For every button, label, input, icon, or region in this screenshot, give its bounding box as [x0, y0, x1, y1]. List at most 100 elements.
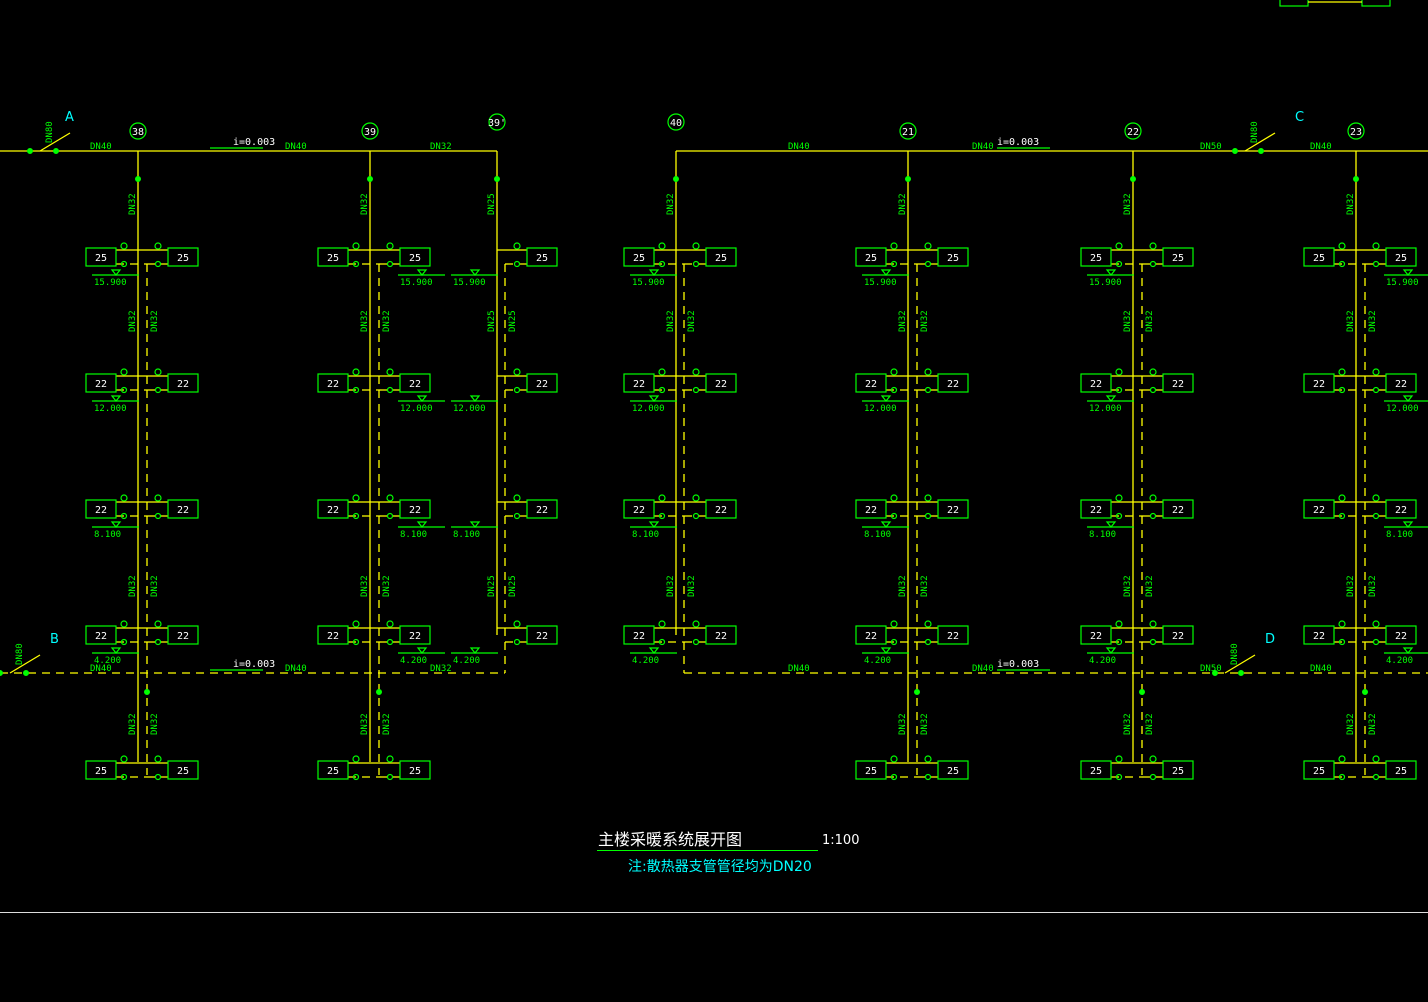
thermostatic-valve-icon — [890, 620, 898, 628]
riser-size-label: DN32 — [1123, 310, 1133, 332]
elevation-mark-icon — [110, 395, 122, 402]
radiator-section-count: 25 — [715, 253, 727, 264]
floor-elevation-label: 8.100 — [94, 530, 121, 540]
floor-elevation-label: 15.900 — [1386, 278, 1419, 288]
drawing-note: 注:散热器支管管径均为DN20 — [628, 859, 812, 875]
return-valve-icon — [352, 773, 360, 781]
thermostatic-valve-icon — [1338, 494, 1346, 502]
thermostatic-valve-icon — [1372, 620, 1380, 628]
radiator — [1080, 373, 1112, 393]
riser-size-label: DN32 — [1123, 575, 1133, 597]
riser-valve-icon — [1353, 176, 1359, 182]
thermostatic-valve-icon — [1149, 368, 1157, 376]
return-valve-icon — [890, 512, 898, 520]
elevation-mark-icon — [1105, 521, 1117, 528]
return-pipe-size-label: DN50 — [1200, 664, 1222, 674]
radiator — [855, 760, 887, 780]
return-valve-icon — [1115, 512, 1123, 520]
elevation-mark-icon — [880, 269, 892, 276]
thermostatic-valve-icon — [513, 242, 521, 250]
return-riser-size-label: DN32 — [920, 575, 930, 597]
radiator-section-count: 22 — [536, 505, 548, 516]
return-valve-icon — [1372, 260, 1380, 268]
return-valve-icon — [924, 773, 932, 781]
riser-size-label: DN32 — [666, 575, 676, 597]
thermostatic-valve-icon — [1372, 242, 1380, 250]
slope-label: i=0.003 — [997, 137, 1039, 148]
return-valve-icon — [513, 512, 521, 520]
elevation-mark-icon — [110, 269, 122, 276]
radiator-section-count: 22 — [633, 505, 645, 516]
inlet-pipe-size-label: DN80 — [15, 643, 25, 665]
radiator-section-count: 25 — [633, 253, 645, 264]
radiator — [167, 373, 199, 393]
return-valve-icon — [890, 386, 898, 394]
radiator — [85, 625, 117, 645]
return-valve-icon — [692, 512, 700, 520]
floor-elevation-label: 4.200 — [453, 656, 480, 666]
valve-icon — [1258, 148, 1264, 154]
elevation-mark-icon — [648, 647, 660, 654]
riser-size-label: DN32 — [1123, 193, 1133, 215]
radiator-section-count: 22 — [633, 631, 645, 642]
inlet-pipe-size-label: DN80 — [45, 121, 55, 143]
riser-valve-icon — [914, 689, 920, 695]
return-valve-icon — [692, 638, 700, 646]
inlet-marker-label: D — [1265, 632, 1275, 647]
floor-elevation-label: 8.100 — [400, 530, 427, 540]
thermostatic-valve-icon — [386, 494, 394, 502]
radiator — [1080, 760, 1112, 780]
return-riser-size-label: DN32 — [687, 310, 697, 332]
thermostatic-valve-icon — [1115, 368, 1123, 376]
axis-bubble — [899, 122, 917, 140]
thermostatic-valve-icon — [890, 242, 898, 250]
return-valve-icon — [1115, 260, 1123, 268]
slope-label: i=0.003 — [233, 659, 275, 670]
radiator — [855, 499, 887, 519]
thermostatic-valve-icon — [890, 494, 898, 502]
radiator — [317, 373, 349, 393]
radiator — [1303, 625, 1335, 645]
floor-elevation-label: 4.200 — [1386, 656, 1413, 666]
radiator-section-count: 22 — [1090, 631, 1102, 642]
radiator-section-count: 22 — [409, 505, 421, 516]
radiator-section-count: 25 — [409, 766, 421, 777]
elevation-mark-icon — [416, 269, 428, 276]
return-valve-icon — [1372, 386, 1380, 394]
radiator-section-count: 22 — [536, 631, 548, 642]
riser-valve-icon — [1139, 689, 1145, 695]
thermostatic-valve-icon — [1338, 242, 1346, 250]
return-valve-icon — [658, 512, 666, 520]
thermostatic-valve-icon — [1115, 242, 1123, 250]
radiator-section-count: 25 — [177, 253, 189, 264]
radiator-section-count: 22 — [1172, 631, 1184, 642]
radiator-section-count: 22 — [715, 379, 727, 390]
thermostatic-valve-icon — [120, 368, 128, 376]
radiator — [623, 499, 655, 519]
thermostatic-valve-icon — [1372, 368, 1380, 376]
thermostatic-valve-icon — [1115, 755, 1123, 763]
riser-size-label: DN32 — [360, 575, 370, 597]
radiator-section-count: 22 — [947, 631, 959, 642]
floor-elevation-label: 15.900 — [453, 278, 486, 288]
floor-elevation-label: 4.200 — [864, 656, 891, 666]
thermostatic-valve-icon — [352, 620, 360, 628]
riser-size-label: DN32 — [360, 193, 370, 215]
return-valve-icon — [1149, 512, 1157, 520]
riser-size-label: DN32 — [898, 310, 908, 332]
radiator-section-count: 25 — [1090, 253, 1102, 264]
return-riser-size-label: DN32 — [1145, 575, 1155, 597]
radiator — [167, 760, 199, 780]
riser-size-label: DN32 — [1346, 193, 1356, 215]
axis-label: 38 — [132, 127, 144, 138]
radiator — [855, 373, 887, 393]
radiator — [1162, 247, 1194, 267]
radiator — [1303, 247, 1335, 267]
valve-icon — [53, 148, 59, 154]
inlet-marker-label: A — [65, 110, 74, 125]
radiator — [526, 625, 558, 645]
radiator — [1303, 760, 1335, 780]
radiator — [937, 373, 969, 393]
elevation-mark-icon — [416, 521, 428, 528]
return-valve-icon — [890, 773, 898, 781]
